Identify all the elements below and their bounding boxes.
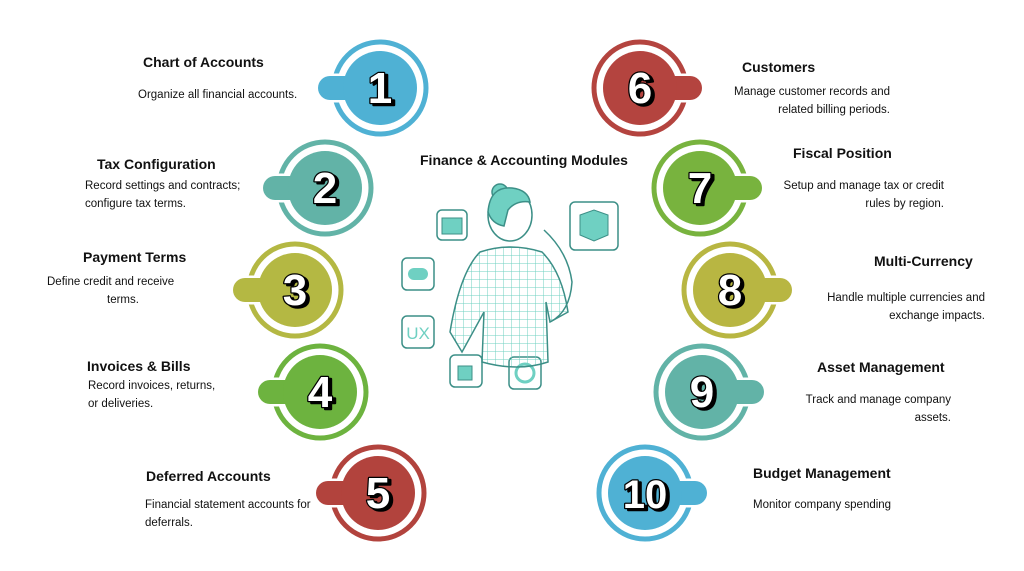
badge-disc bbox=[693, 253, 767, 327]
browser-window-icon bbox=[436, 209, 468, 241]
module-8-badge: 8 bbox=[681, 241, 795, 339]
module-10-desc: Monitor company spending bbox=[753, 499, 892, 511]
module-10-badge: 10 bbox=[596, 444, 710, 542]
module-2-badge: 2 bbox=[260, 139, 374, 237]
module-2-desc: Record settings and contracts;configure … bbox=[85, 180, 241, 210]
module-7-badge: 7 bbox=[651, 139, 765, 237]
module-6-title: Customers bbox=[742, 59, 816, 75]
badge-disc bbox=[288, 151, 362, 225]
module-1-title: Chart of Accounts bbox=[143, 54, 264, 70]
module-4-title: Invoices & Bills bbox=[87, 358, 191, 374]
badge-disc bbox=[608, 456, 682, 530]
diagram-title: Finance & Accounting Modules bbox=[420, 152, 628, 168]
module-1-badge: 1 bbox=[315, 39, 429, 137]
module-4-desc: Record invoices, returns,or deliveries. bbox=[88, 380, 216, 410]
badge-disc bbox=[665, 355, 739, 429]
module-9-title: Asset Management bbox=[817, 359, 945, 375]
badge-disc bbox=[663, 151, 737, 225]
badge-number: 6 bbox=[628, 64, 652, 113]
arm bbox=[543, 229, 573, 323]
module-5-badge: 5 bbox=[313, 444, 427, 542]
module-3-badge: 3 bbox=[230, 241, 344, 339]
badge-number: 7 bbox=[688, 164, 712, 213]
badge-number: 10 bbox=[623, 473, 668, 517]
ux-icon: UX bbox=[401, 315, 435, 349]
badge-number: 4 bbox=[308, 368, 333, 417]
module-8-title: Multi-Currency bbox=[874, 253, 973, 269]
shirt bbox=[449, 246, 569, 368]
module-5-title: Deferred Accounts bbox=[146, 468, 271, 484]
badge-number: 1 bbox=[368, 64, 392, 113]
box-upload-icon bbox=[449, 354, 483, 388]
svg-text:UX: UX bbox=[406, 324, 430, 343]
module-1-desc: Organize all financial accounts. bbox=[138, 89, 298, 101]
badge-disc bbox=[341, 456, 415, 530]
module-7-title: Fiscal Position bbox=[793, 145, 892, 161]
hair bbox=[487, 187, 531, 227]
badge-disc bbox=[258, 253, 332, 327]
module-6-badge: 6 bbox=[591, 39, 705, 137]
badge-disc bbox=[283, 355, 357, 429]
badge-disc bbox=[603, 51, 677, 125]
badge-number: 2 bbox=[313, 164, 337, 213]
module-4-badge: 4 bbox=[255, 343, 369, 441]
module-9-badge: 9 bbox=[653, 343, 767, 441]
badge-number: 5 bbox=[366, 469, 390, 518]
gamepad-icon bbox=[401, 257, 435, 291]
cube-3d-icon bbox=[569, 201, 619, 251]
person-illustration: UX bbox=[401, 183, 619, 390]
badge-number: 8 bbox=[718, 266, 742, 315]
badge-disc bbox=[343, 51, 417, 125]
module-2-title: Tax Configuration bbox=[97, 156, 216, 172]
module-10-title: Budget Management bbox=[753, 465, 891, 481]
badge-number: 3 bbox=[283, 266, 307, 315]
module-3-title: Payment Terms bbox=[83, 249, 187, 265]
badge-number: 9 bbox=[690, 368, 714, 417]
